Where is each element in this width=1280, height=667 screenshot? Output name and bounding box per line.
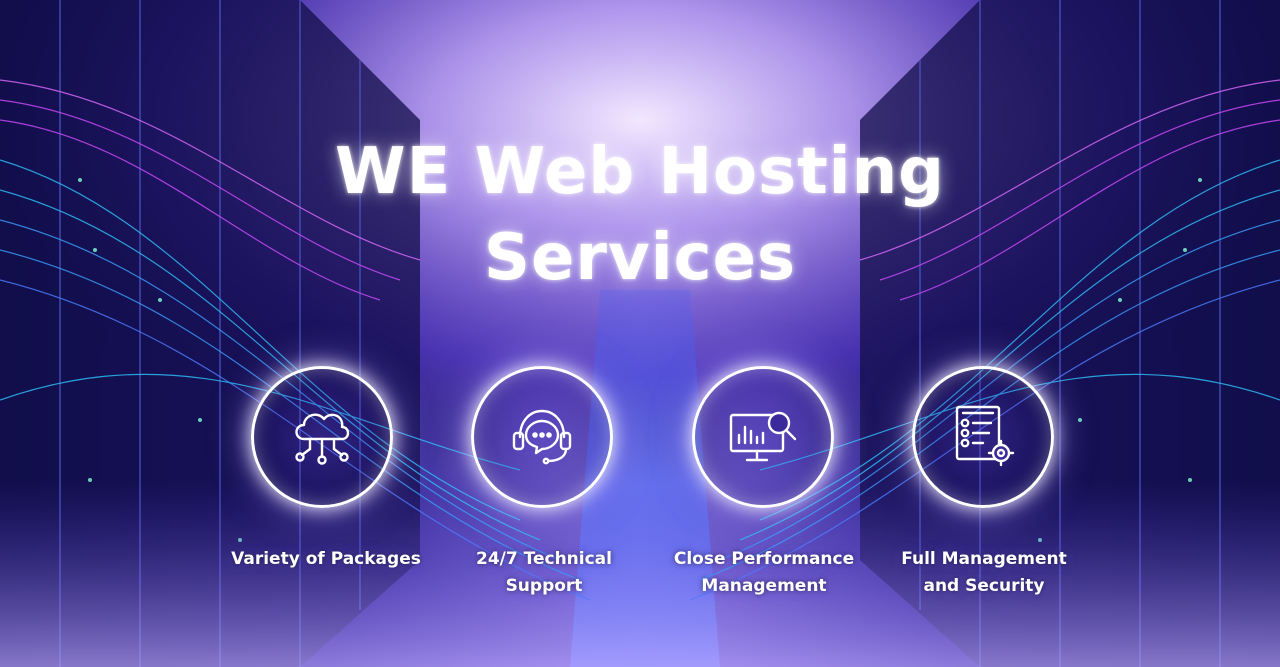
- checklist-gear-icon: [955, 405, 1015, 467]
- feature-performance-label: Close Performance Management: [644, 546, 884, 600]
- feature-security-label-line1: Full Management: [901, 549, 1067, 569]
- feature-packages-label: Variety of Packages: [206, 546, 446, 573]
- feature-security-label: Full Management and Security: [864, 546, 1104, 600]
- feature-performance-ring: [692, 366, 834, 508]
- hero-title-line1: WE Web Hosting: [335, 135, 945, 209]
- feature-support-ring: [471, 366, 613, 508]
- headset-chat-icon: [512, 409, 572, 465]
- feature-performance-label-line2: Management: [701, 576, 827, 596]
- cloud-network-icon: [295, 413, 350, 465]
- feature-support-label: 24/7 Technical Support: [424, 546, 664, 600]
- feature-performance-label-line1: Close Performance: [673, 549, 855, 569]
- feature-packages-ring: [251, 366, 393, 508]
- feature-packages-label-line1: Variety of Packages: [231, 549, 421, 569]
- feature-support-label-line2: Support: [505, 576, 583, 596]
- feature-security-label-line2: and Security: [923, 576, 1045, 596]
- feature-security-ring: [912, 366, 1054, 508]
- monitor-analytics-icon: [729, 411, 797, 462]
- hero-title-line2: Services: [483, 221, 797, 295]
- feature-support-label-line1: 24/7 Technical: [476, 549, 612, 569]
